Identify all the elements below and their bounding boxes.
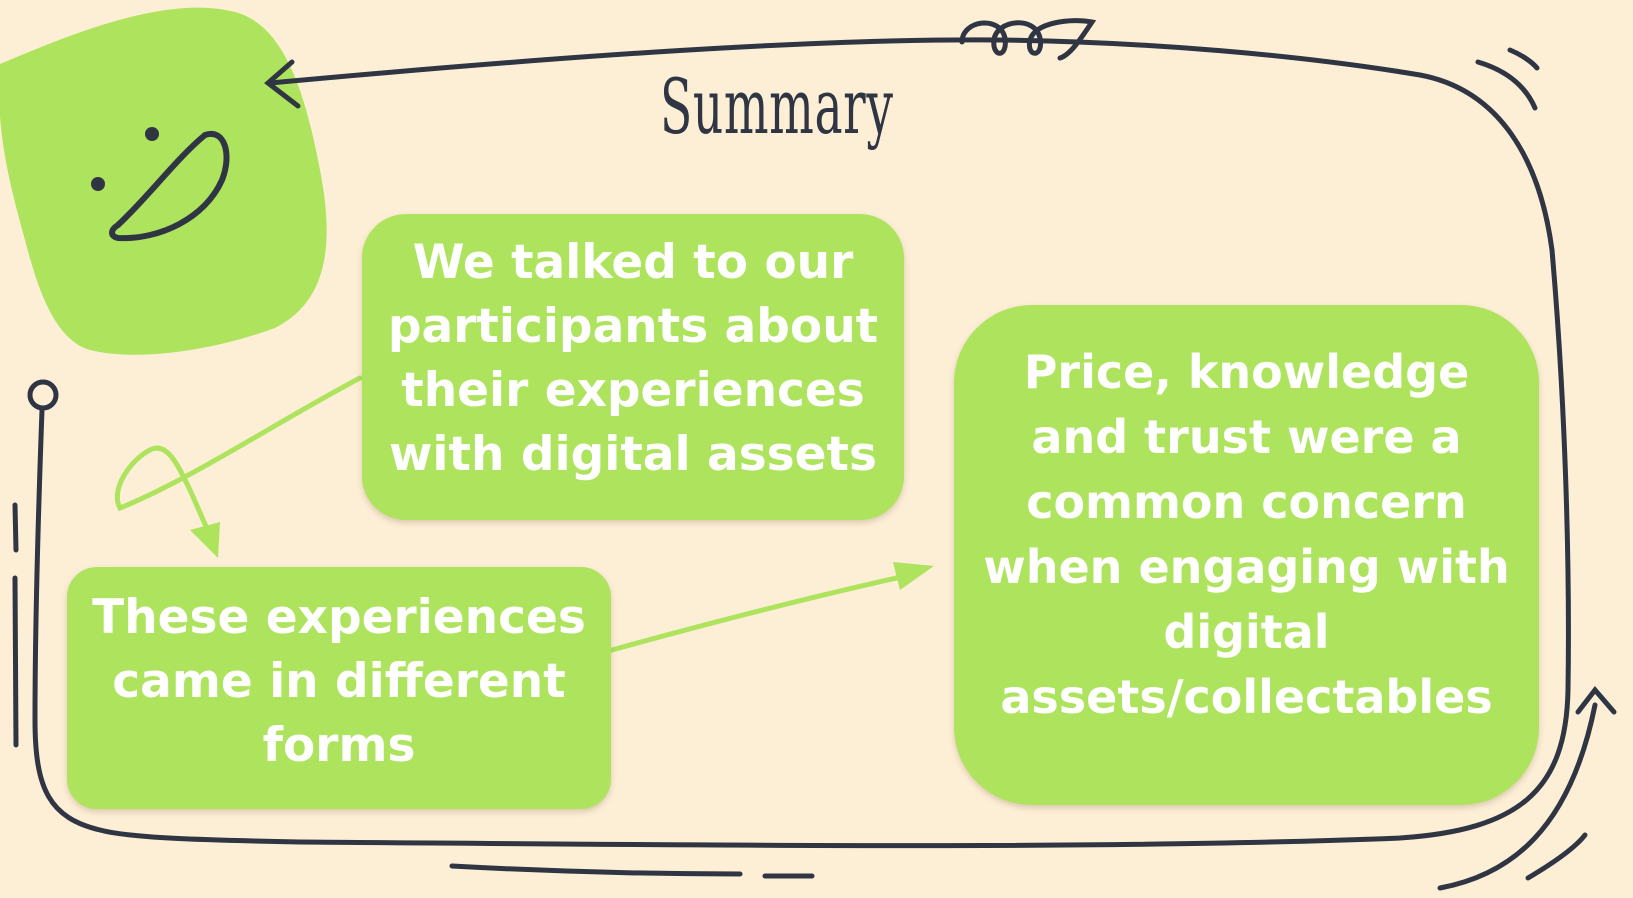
card-text: These experiences came in different form… [92, 590, 586, 773]
summary-card-concerns: Price, knowledge and trust were a common… [954, 305, 1539, 805]
summary-card-forms: These experiences came in different form… [67, 567, 611, 809]
arrowhead-to-card2 [190, 522, 220, 558]
page-title: Summary [660, 62, 894, 151]
card-text: We talked to our participants about thei… [387, 235, 879, 482]
arrowhead-to-card3 [893, 562, 934, 590]
frame-outline [12, 18, 1617, 891]
connector-arrows [114, 375, 913, 653]
summary-card-conversations: We talked to our participants about thei… [362, 214, 904, 520]
smiling-blob-icon [0, 7, 327, 355]
card-text: Price, knowledge and trust were a common… [983, 345, 1510, 724]
